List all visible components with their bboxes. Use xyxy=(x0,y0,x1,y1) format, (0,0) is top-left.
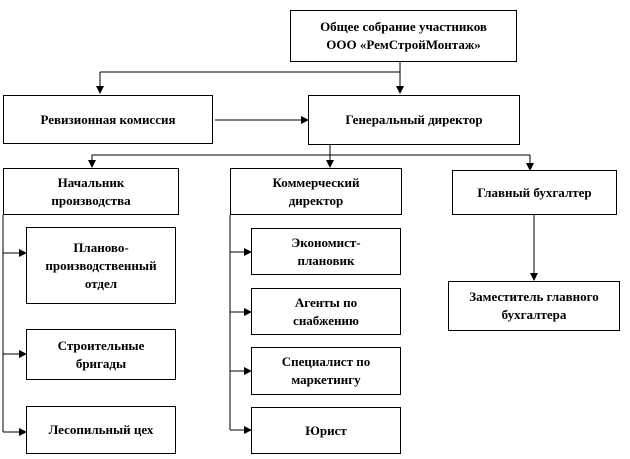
construction-teams-line2: бригады xyxy=(75,355,127,371)
construction-teams-box: Строительные бригады xyxy=(26,329,176,380)
planning-dept-line1: Планово- xyxy=(73,239,129,255)
economist-box: Экономист-плановик xyxy=(251,228,401,275)
chief-accountant-label: Главный бухгалтер xyxy=(477,184,592,200)
commercial-director-line2: директор xyxy=(288,193,344,208)
planning-dept-line2: производственный xyxy=(45,257,157,273)
deputy-accountant-box: Заместитель главного бухгалтера xyxy=(448,281,620,331)
audit-box: Ревизионная комиссия xyxy=(3,95,213,144)
deputy-accountant-line1: Заместитель главного xyxy=(469,289,599,304)
economist-line2: плановик xyxy=(297,252,355,268)
marketing-box: Специалист по маркетингу xyxy=(251,347,401,395)
economist-line1: Экономист- xyxy=(291,234,361,250)
sawmill-label: Лесопильный цех xyxy=(48,422,154,437)
assembly-line1: Общее собрание участников xyxy=(320,19,487,34)
sawmill-box: Лесопильный цех xyxy=(26,406,176,454)
assembly-line2: ООО «РемСтройМонтаж» xyxy=(326,37,481,52)
supply-agents-line2: снабжению xyxy=(293,312,359,328)
lawyer-label: Юрист xyxy=(305,422,347,438)
planning-dept-line3: отдел xyxy=(84,275,118,291)
supply-agents-box: Агенты по снабжению xyxy=(251,288,401,335)
supply-agents-line1: Агенты по xyxy=(294,294,358,310)
planning-dept-box: Планово-производственный отдел xyxy=(26,227,176,304)
general-director-box: Генеральный директор xyxy=(308,95,520,145)
commercial-director-line1: Коммерческий xyxy=(272,175,360,190)
production-head-line2: производства xyxy=(51,193,131,208)
general-director-label: Генеральный директор xyxy=(345,112,483,127)
construction-teams-line1: Строительные xyxy=(57,337,145,353)
lawyer-box: Юрист xyxy=(251,407,401,454)
production-head-box: Начальник производства xyxy=(3,168,179,215)
deputy-accountant-line2: бухгалтера xyxy=(501,307,567,322)
chief-accountant-box: Главный бухгалтер xyxy=(452,170,617,215)
production-head-line1: Начальник xyxy=(57,175,125,190)
audit-label: Ревизионная комиссия xyxy=(40,111,176,127)
marketing-line2: маркетингу xyxy=(291,372,361,387)
commercial-director-box: Коммерческий директор xyxy=(230,168,402,215)
marketing-line1: Специалист по xyxy=(281,354,371,369)
